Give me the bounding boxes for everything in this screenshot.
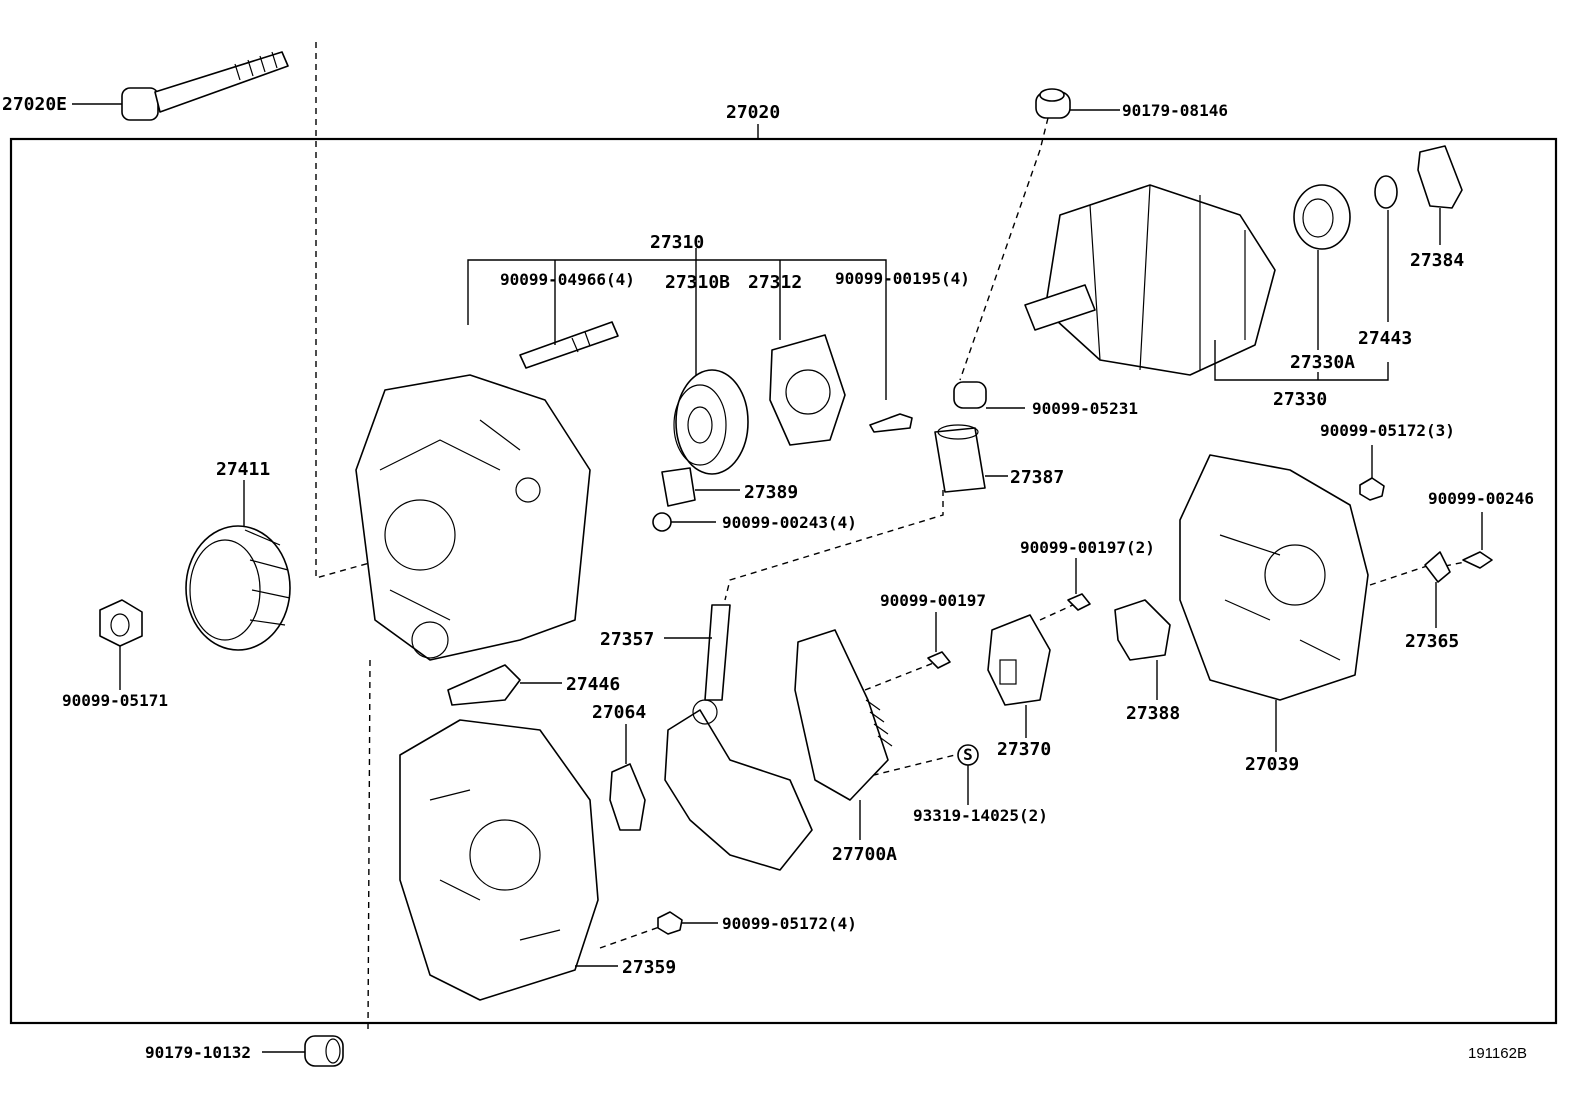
screw-90099-00197: [927, 651, 951, 669]
s-marker: S: [957, 744, 979, 766]
screw-90099-00195: [869, 413, 913, 433]
rectifier-27357: [664, 604, 813, 871]
callout-27310: 27310: [650, 232, 704, 253]
callout-27330: 27330: [1273, 389, 1327, 410]
callout-90099-00197: 90099-00197: [880, 591, 986, 610]
callout-90179-10132: 90179-10132: [145, 1043, 251, 1062]
callout-27039: 27039: [1245, 754, 1299, 775]
callout-90099-00243: 90099-00243(4): [722, 513, 857, 532]
cap-nut-90179-10132: [304, 1035, 344, 1067]
callout-90099-05172-x3: 90099-05172(3): [1320, 421, 1455, 440]
callout-27700A: 27700A: [832, 844, 897, 865]
callout-90179-08146: 90179-08146: [1122, 101, 1228, 120]
callout-27389: 27389: [744, 482, 798, 503]
callout-27330A: 27330A: [1290, 352, 1355, 373]
front-housing-27310: [355, 374, 591, 661]
pulley-27411: [185, 525, 291, 651]
screw-90099-00246: [1462, 551, 1493, 569]
callout-90099-04966: 90099-04966(4): [500, 270, 635, 289]
callout-90099-00246: 90099-00246: [1428, 489, 1534, 508]
through-bolt-27020E: [121, 51, 289, 121]
nut-90099-05172-x4: [657, 911, 683, 935]
callout-27388: 27388: [1126, 703, 1180, 724]
callout-27357: 27357: [600, 629, 654, 650]
callout-90099-00195: 90099-00195(4): [835, 269, 970, 288]
callout-27446: 27446: [566, 674, 620, 695]
callout-90099-00197-x2: 90099-00197(2): [1020, 538, 1155, 557]
bearing-27310B: [673, 369, 749, 475]
figure-code: 191162B: [1468, 1045, 1527, 1062]
screw-90099-00243: [652, 512, 672, 532]
rear-housing-27359: [399, 719, 599, 1001]
svg-text:S: S: [963, 745, 973, 764]
bearing-cover-27384: [1417, 145, 1463, 209]
callout-27387: 27387: [1010, 467, 1064, 488]
callout-27443: 27443: [1358, 328, 1412, 349]
nut-90099-05172-x3: [1359, 477, 1385, 501]
rotor-27330: [1024, 184, 1276, 376]
callout-27365: 27365: [1405, 631, 1459, 652]
callout-27064: 27064: [592, 702, 646, 723]
cap-nut-90179-08146: [1035, 88, 1071, 119]
callout-90099-05171: 90099-05171: [62, 691, 168, 710]
rear-bearing-27330A: [1293, 184, 1351, 250]
callout-27312: 27312: [748, 272, 802, 293]
callout-27384: 27384: [1410, 250, 1464, 271]
cover-27388: [1114, 599, 1171, 661]
screw-90099-00197-x2: [1067, 593, 1091, 611]
insulator-27389: [661, 467, 696, 507]
callout-93319-14025: 93319-14025(2): [913, 806, 1048, 825]
callout-27359: 27359: [622, 957, 676, 978]
stud-bolt-90099-04966: [519, 321, 619, 369]
washer-27443: [1374, 175, 1398, 209]
callout-27020E: 27020E: [2, 94, 67, 115]
callout-27310B: 27310B: [665, 272, 730, 293]
assembly-frame-27020: [9, 137, 1558, 1025]
brush-holder-27370: [987, 614, 1051, 706]
callout-27370: 27370: [997, 739, 1051, 760]
nut-90099-05231: [953, 381, 987, 409]
terminal-holder-27387: [934, 424, 986, 493]
insulator-27446: [447, 664, 521, 706]
callout-27411: 27411: [216, 459, 270, 480]
callout-90099-05231: 90099-05231: [1032, 399, 1138, 418]
gasket-27064: [609, 763, 646, 831]
regulator-27700A: [794, 629, 893, 801]
retainer-plate-27312: [769, 334, 846, 446]
rear-end-frame-27039: [1179, 454, 1369, 701]
insulator-27365: [1424, 551, 1451, 583]
callout-90099-05172-x4: 90099-05172(4): [722, 914, 857, 933]
nut-90099-05171: [99, 599, 143, 647]
callout-27020: 27020: [726, 102, 780, 123]
